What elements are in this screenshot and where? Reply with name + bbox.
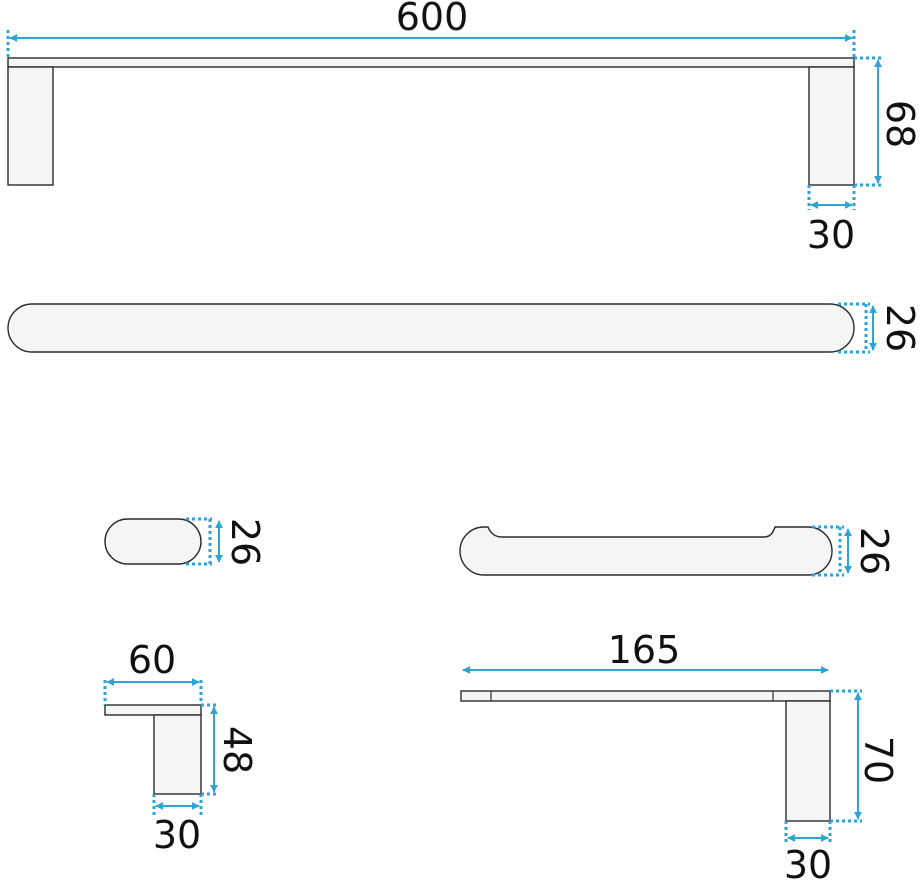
- hook-top-view: 26: [104, 517, 267, 566]
- dimension-length-60: 60: [103, 638, 203, 705]
- towel-bar-front-view: 600 68 30: [6, 0, 922, 257]
- bar-rail: [7, 57, 855, 68]
- hook-plate: [104, 704, 202, 716]
- hook-side-view: 60 48 30: [103, 638, 259, 857]
- dimension-label-depth: 70: [856, 736, 900, 784]
- towel-bar-top-view: 26: [7, 302, 922, 354]
- dimension-label-height: 26: [223, 518, 267, 566]
- dimension-label-length: 600: [396, 0, 469, 39]
- dimension-label-height: 26: [878, 304, 922, 352]
- dimension-depth-70: 70: [830, 689, 900, 823]
- dimension-length-165: 165: [462, 628, 829, 674]
- dimension-length-600: 600: [6, 0, 856, 58]
- dimension-width-30: 30: [784, 821, 832, 885]
- dimension-width-30: 30: [807, 185, 856, 257]
- dimension-height-26: 26: [812, 525, 896, 577]
- left-bracket: [7, 66, 54, 186]
- dimension-label-width: 30: [153, 813, 201, 857]
- hook-body: [153, 714, 202, 795]
- dimension-label-length: 165: [608, 628, 681, 672]
- dimension-width-30: 30: [152, 794, 203, 857]
- dimension-label-width: 30: [784, 843, 832, 885]
- dimension-height-26: 26: [186, 517, 267, 566]
- small-bar-top-view: 26: [459, 525, 896, 577]
- dimension-depth-48: 48: [201, 703, 259, 796]
- small-bar-top-outline: [459, 526, 833, 576]
- dimension-label-length: 60: [128, 638, 176, 682]
- small-bar-bracket: [785, 700, 831, 822]
- dimension-label-width: 30: [807, 213, 855, 257]
- hook-top-outline: [104, 518, 202, 565]
- small-bar-side-view: 165 70 30: [460, 628, 900, 885]
- dimension-height-26: 26: [838, 302, 922, 354]
- dimension-depth-68: 68: [854, 56, 922, 187]
- small-bar-rail: [460, 690, 831, 702]
- bar-top-outline: [7, 303, 855, 353]
- dimension-label-depth: 68: [878, 100, 922, 148]
- dimension-label-depth: 48: [215, 726, 259, 774]
- right-bracket: [808, 66, 855, 186]
- dimension-label-height: 26: [852, 527, 896, 575]
